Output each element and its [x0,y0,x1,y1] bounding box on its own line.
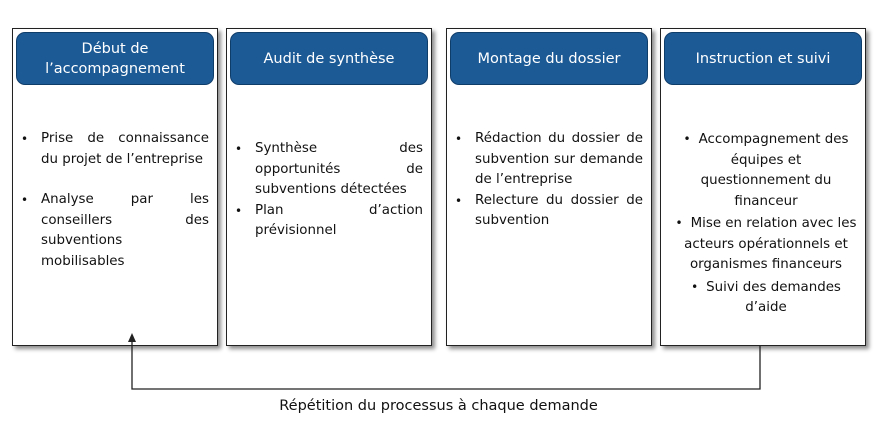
loop-caption: Répétition du processus à chaque demande [279,398,598,414]
loop-line [131,340,761,390]
step-bullet-list: •Prise de connaissance du projet de l’en… [13,129,217,292]
list-item: •Rédaction du dossier de subvention sur … [455,131,643,187]
step-card-montage: Montage du dossier •Rédaction du dossier… [446,28,652,346]
bullet-icon: • [21,193,29,207]
step-card-audit: Audit de synthèse •Synthèse des opportun… [226,28,432,346]
step-title: Instruction et suivi [695,50,831,67]
step-header: Audit de synthèse [230,32,428,85]
step-card-instruction: Instruction et suivi •Accompagnement des… [660,28,866,346]
bullet-icon: • [455,193,463,208]
list-item: •Accompagnement des équipes et questionn… [683,132,849,209]
bullet-icon: • [455,132,463,146]
step-header: Début de l’accompagnement [16,32,214,85]
bullet-icon: • [235,203,243,218]
list-item: •Suivi des demandes d’aide [691,279,841,316]
step-title: Montage du dossier [477,50,621,67]
step-card-debut: Début de l’accompagnement •Prise de conn… [12,28,218,346]
bullet-icon: • [235,142,243,156]
step-bullet-list: •Accompagnement des équipes et questionn… [661,129,865,320]
step-title: Audit de synthèse [263,50,395,67]
list-item: •Prise de connaissance du projet de l’en… [21,131,209,167]
bullet-icon: • [675,216,683,230]
step-header: Instruction et suivi [664,32,862,85]
bullet-icon: • [691,279,699,294]
list-item: •Plan d’action prévisionnel [235,202,423,239]
step-bullet-list: •Rédaction du dossier de subvention sur … [447,129,651,252]
list-item: •Relecture du dossier de subvention [455,192,643,229]
bullet-icon: • [21,132,29,146]
step-title: Début de l’accompagnement [45,40,185,77]
step-bullet-list: •Synthèse des opportunités de subvention… [227,139,431,262]
list-item: •Analyse par les conseillers des subvent… [21,192,209,269]
arrowhead-icon [128,333,136,342]
list-item: •Synthèse des opportunités de subvention… [235,141,423,197]
bullet-icon: • [683,132,691,146]
list-item: •Mise en relation avec les acteurs opéra… [675,216,857,272]
step-header: Montage du dossier [450,32,648,85]
